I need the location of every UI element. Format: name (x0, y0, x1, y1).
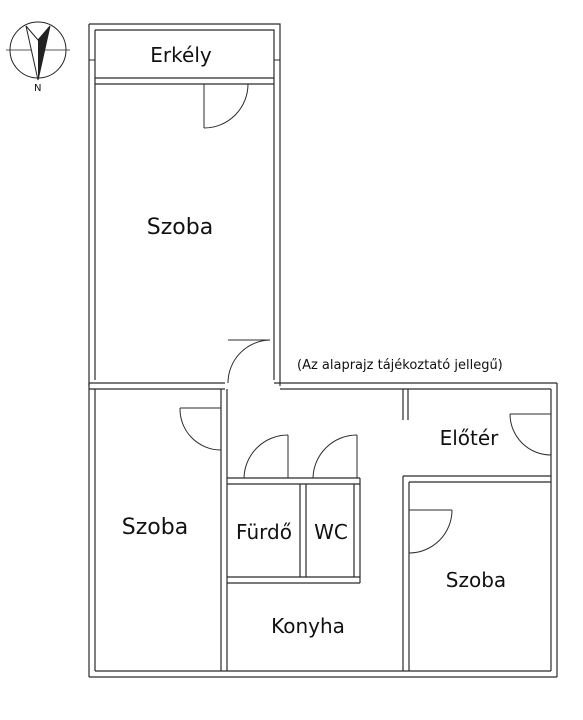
room-label-furdo: Fürdő (236, 520, 292, 544)
wall-balcony (95, 77, 274, 85)
room-label-erkely: Erkély (150, 43, 212, 67)
room-label-szoba-left: Szoba (122, 515, 188, 540)
room-labels: Erkély Szoba Szoba Előtér Fürdő WC Szoba… (122, 43, 506, 638)
door-balcony (203, 83, 249, 129)
wall-top-block (88, 23, 281, 386)
door-eloter (509, 413, 552, 456)
wall-right (550, 383, 558, 677)
disclaimer-note: (Az alaprajz tájékoztató jellegű) (297, 358, 503, 373)
windows (89, 59, 520, 678)
room-label-konyha: Konyha (271, 614, 345, 638)
door-szoba-left (179, 407, 222, 451)
wall-top-block-inner (94, 29, 275, 380)
room-label-szoba-top: Szoba (147, 215, 213, 240)
doors (179, 83, 552, 554)
compass-north-label: N (34, 83, 41, 94)
wall-szoba-right (402, 475, 551, 671)
wall-left-lower (88, 383, 96, 677)
compass-icon (6, 21, 70, 81)
wall-bottom (89, 670, 557, 678)
door-wc (312, 434, 358, 479)
room-label-wc: WC (314, 520, 348, 544)
wall-furdo-wc (227, 477, 361, 584)
compass: N (6, 21, 70, 94)
wall-szoba-left-right (220, 389, 228, 671)
door-szoba-right (408, 509, 453, 554)
wall-eloter-stub (402, 389, 409, 420)
door-furdo (243, 434, 289, 479)
room-label-eloter: Előtér (440, 426, 500, 450)
room-label-szoba-right: Szoba (446, 568, 506, 592)
door-szoba-top (227, 339, 271, 384)
wall-mid-horizontal (89, 382, 557, 390)
